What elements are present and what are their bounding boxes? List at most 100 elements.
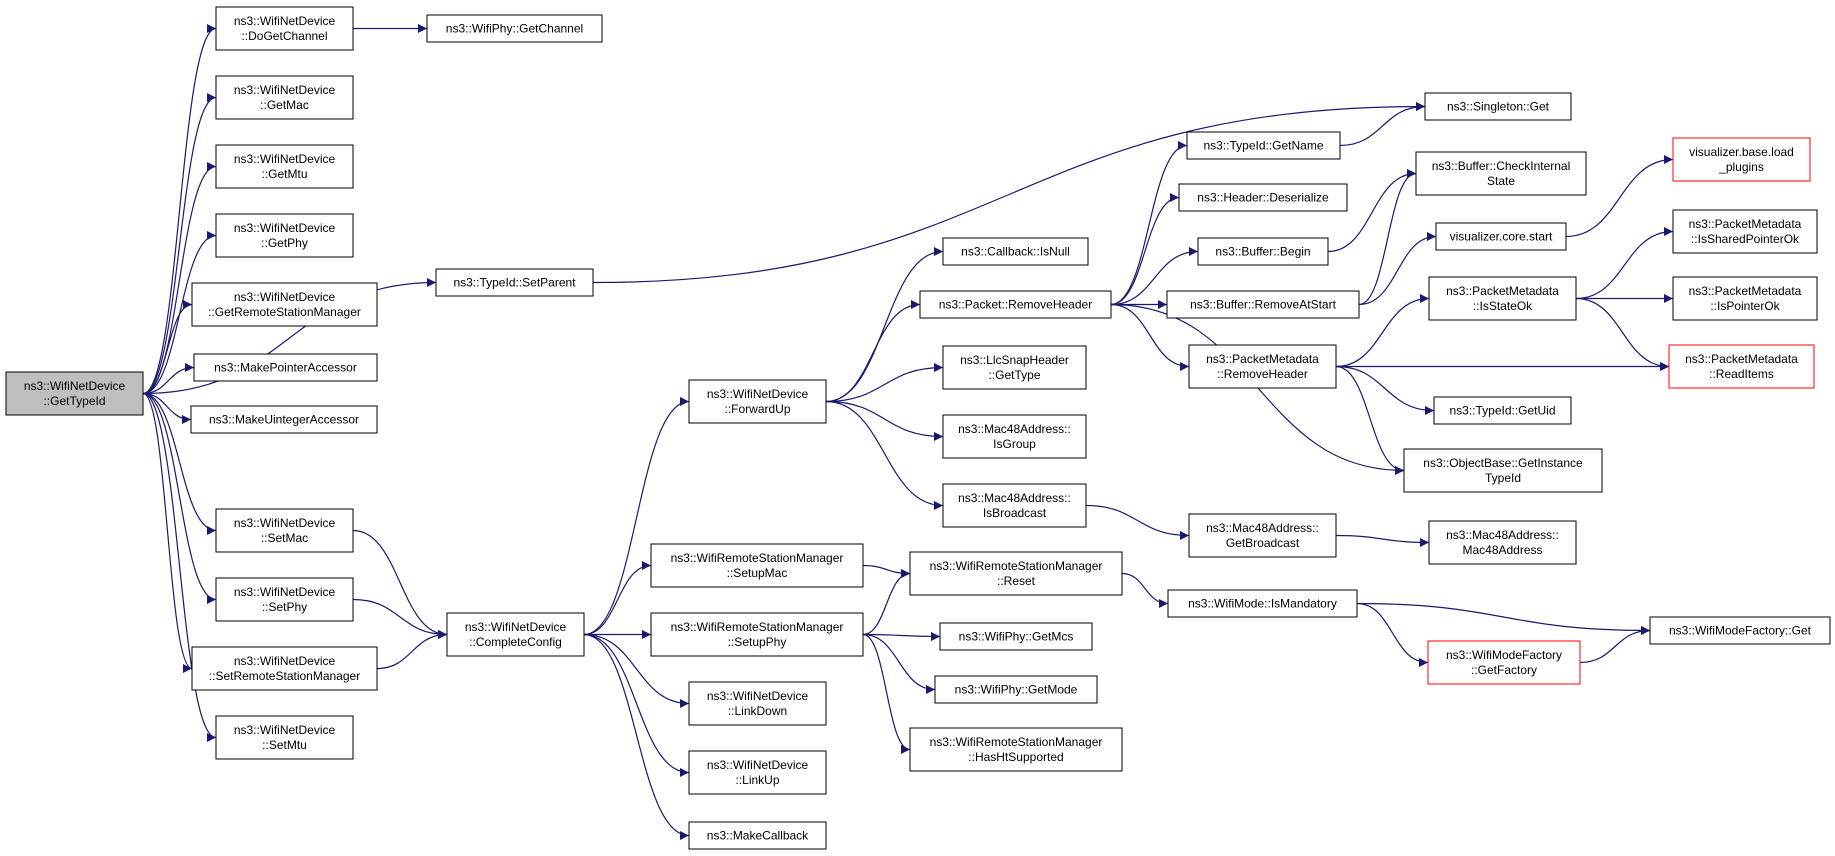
node-modeIsMandatory[interactable]: ns3::WifiMode::IsMandatory	[1167, 589, 1358, 618]
node-label-visBaseLoadPlugins-0: visualizer.base.load	[1689, 145, 1794, 159]
node-label-wifiPhyGetChannel-0: ns3::WifiPhy::GetChannel	[446, 22, 583, 36]
node-pmIsSharedPointerOk[interactable]: ns3::PacketMetadata::IsSharedPointerOk	[1672, 209, 1818, 254]
node-modeFactoryGet[interactable]: ns3::WifiModeFactory::Get	[1649, 616, 1831, 645]
node-completeConfig[interactable]: ns3::WifiNetDevice::CompleteConfig	[446, 612, 585, 657]
edge-root-to-setPhy	[142, 392, 217, 604]
node-wifiPhyGetChannel[interactable]: ns3::WifiPhy::GetChannel	[426, 14, 603, 43]
edge-modeFactoryGetFactory-to-modeFactoryGet	[1579, 626, 1651, 664]
node-packetRemoveHeader[interactable]: ns3::Packet::RemoveHeader	[919, 290, 1112, 319]
node-box-macGetBroadcast	[1188, 513, 1337, 558]
node-root[interactable]: ns3::WifiNetDevice::GetTypeId	[5, 371, 144, 416]
node-label-bufferRemoveAtStart-0: ns3::Buffer::RemoveAtStart	[1190, 298, 1337, 312]
node-label-linkUp-1: ::LinkUp	[735, 773, 779, 787]
node-callbackIsNull[interactable]: ns3::Callback::IsNull	[942, 237, 1089, 266]
node-headerDeserialize[interactable]: ns3::Header::Deserialize	[1178, 183, 1348, 212]
node-getMtu[interactable]: ns3::WifiNetDevice::GetMtu	[215, 144, 354, 189]
node-pmIsPointerOk[interactable]: ns3::PacketMetadata::IsPointerOk	[1672, 276, 1818, 321]
node-label-completeConfig-0: ns3::WifiNetDevice	[465, 620, 567, 634]
node-forwardUp[interactable]: ns3::WifiNetDevice::ForwardUp	[688, 379, 827, 424]
edge-bufferRemoveAtStart-to-bufferCheckInternal	[1358, 169, 1417, 306]
node-label-rsmSetupPhy-1: ::SetupPhy	[728, 635, 787, 649]
node-makeUintAcc[interactable]: ns3::MakeUintegerAccessor	[190, 405, 378, 434]
node-label-pmReadItems-0: ns3::PacketMetadata	[1685, 352, 1798, 366]
node-makePtrAcc[interactable]: ns3::MakePointerAccessor	[193, 353, 378, 382]
edge-root-to-setRSM	[142, 392, 193, 673]
node-modeFactoryGetFactory[interactable]: ns3::WifiModeFactory::GetFactory	[1427, 640, 1581, 685]
node-label-objGetInstanceTypeId-1: TypeId	[1485, 471, 1521, 485]
node-getMac[interactable]: ns3::WifiNetDevice::GetMac	[215, 75, 354, 120]
node-macGetBroadcast[interactable]: ns3::Mac48Address::GetBroadcast	[1188, 513, 1337, 558]
node-linkUp[interactable]: ns3::WifiNetDevice::LinkUp	[688, 750, 827, 795]
node-label-getRSM-0: ns3::WifiNetDevice	[234, 290, 336, 304]
node-typeIdSetParent[interactable]: ns3::TypeId::SetParent	[435, 268, 594, 297]
node-label-root-0: ns3::WifiNetDevice	[24, 379, 126, 393]
node-label-getMac-0: ns3::WifiNetDevice	[234, 83, 336, 97]
node-makeCallback[interactable]: ns3::MakeCallback	[688, 821, 827, 850]
node-typeIdGetUid[interactable]: ns3::TypeId::GetUid	[1433, 396, 1572, 425]
node-setMac[interactable]: ns3::WifiNetDevice::SetMac	[215, 508, 354, 553]
node-label-rsmSetupPhy-0: ns3::WifiRemoteStationManager	[671, 620, 844, 634]
edge-pmRemoveHeader-to-pmIsStateOk	[1335, 294, 1430, 368]
node-pmIsStateOk[interactable]: ns3::PacketMetadata::IsStateOk	[1428, 276, 1577, 321]
node-label-pmIsSharedPointerOk-1: ::IsSharedPointerOk	[1691, 232, 1800, 246]
edge-modeIsMandatory-to-modeFactoryGetFactory	[1356, 602, 1429, 667]
edge-macGetBroadcast-to-macMac48Address	[1335, 534, 1430, 547]
node-box-typeIdGetUid	[1433, 396, 1572, 425]
node-setPhy[interactable]: ns3::WifiNetDevice::SetPhy	[215, 577, 354, 622]
edge-forwardUp-to-llcGetType	[825, 363, 944, 403]
node-getPhy[interactable]: ns3::WifiNetDevice::GetPhy	[215, 213, 354, 258]
edge-pmRemoveHeader-to-typeIdGetUid	[1335, 365, 1435, 415]
node-label-pmIsPointerOk-1: ::IsPointerOk	[1710, 299, 1780, 313]
node-rsmHasHt[interactable]: ns3::WifiRemoteStationManager::HasHtSupp…	[909, 727, 1123, 772]
node-label-doGetChannel-1: ::DoGetChannel	[241, 29, 327, 43]
node-visCoreStart[interactable]: visualizer.core.start	[1435, 222, 1567, 251]
node-rsmSetupMac[interactable]: ns3::WifiRemoteStationManager::SetupMac	[650, 543, 864, 588]
edge-setRSM-to-completeConfig	[376, 630, 448, 670]
node-rsmReset[interactable]: ns3::WifiRemoteStationManager::Reset	[909, 551, 1123, 596]
node-visBaseLoadPlugins[interactable]: visualizer.base.load_plugins	[1672, 137, 1811, 182]
node-label-typeIdGetUid-0: ns3::TypeId::GetUid	[1449, 404, 1555, 418]
node-label-llcGetType-0: ns3::LlcSnapHeader	[960, 353, 1069, 367]
node-label-forwardUp-1: ::ForwardUp	[724, 402, 790, 416]
node-label-pmIsPointerOk-0: ns3::PacketMetadata	[1689, 284, 1802, 298]
node-pmRemoveHeader[interactable]: ns3::PacketMetadata::RemoveHeader	[1188, 344, 1337, 389]
node-box-linkDown	[688, 681, 827, 726]
node-label-getMtu-0: ns3::WifiNetDevice	[234, 152, 336, 166]
edge-setMac-to-completeConfig	[352, 529, 448, 639]
node-setMtu[interactable]: ns3::WifiNetDevice::SetMtu	[215, 715, 354, 760]
node-typeIdGetName[interactable]: ns3::TypeId::GetName	[1186, 131, 1341, 160]
node-macIsBroadcast[interactable]: ns3::Mac48Address::IsBroadcast	[942, 483, 1087, 528]
node-singletonGet[interactable]: ns3::Singleton::Get	[1424, 92, 1572, 121]
node-getRSM[interactable]: ns3::WifiNetDevice::GetRemoteStationMana…	[191, 282, 378, 327]
node-box-bufferBegin	[1197, 237, 1329, 266]
node-phyGetMcs[interactable]: ns3::WifiPhy::GetMcs	[939, 622, 1093, 651]
node-box-visCoreStart	[1435, 222, 1567, 251]
node-bufferBegin[interactable]: ns3::Buffer::Begin	[1197, 237, 1329, 266]
node-label-macGetBroadcast-0: ns3::Mac48Address::	[1206, 521, 1319, 535]
node-macMac48Address[interactable]: ns3::Mac48Address::Mac48Address	[1428, 520, 1577, 565]
node-bufferRemoveAtStart[interactable]: ns3::Buffer::RemoveAtStart	[1166, 290, 1360, 319]
edge-typeIdGetName-to-singletonGet	[1339, 102, 1426, 147]
node-box-getRSM	[191, 282, 378, 327]
edge-macIsBroadcast-to-macGetBroadcast	[1085, 504, 1190, 540]
node-box-phyGetMode	[934, 675, 1098, 704]
node-llcGetType[interactable]: ns3::LlcSnapHeader::GetType	[942, 345, 1087, 390]
edge-root-to-getMac	[142, 93, 217, 395]
node-label-setMtu-1: ::SetMtu	[262, 738, 307, 752]
node-box-setRSM	[191, 646, 378, 691]
node-linkDown[interactable]: ns3::WifiNetDevice::LinkDown	[688, 681, 827, 726]
node-label-setRSM-1: ::SetRemoteStationManager	[209, 669, 360, 683]
node-macIsGroup[interactable]: ns3::Mac48Address::IsGroup	[942, 414, 1087, 459]
edge-completeConfig-to-makeCallback	[583, 633, 690, 840]
node-phyGetMode[interactable]: ns3::WifiPhy::GetMode	[934, 675, 1098, 704]
node-rsmSetupPhy[interactable]: ns3::WifiRemoteStationManager::SetupPhy	[650, 612, 864, 657]
node-label-modeFactoryGetFactory-0: ns3::WifiModeFactory	[1446, 648, 1562, 662]
node-pmReadItems[interactable]: ns3::PacketMetadata::ReadItems	[1668, 344, 1815, 389]
node-box-singletonGet	[1424, 92, 1572, 121]
node-setRSM[interactable]: ns3::WifiNetDevice::SetRemoteStationMana…	[191, 646, 378, 691]
node-label-linkUp-0: ns3::WifiNetDevice	[707, 758, 809, 772]
node-label-makeCallback-0: ns3::MakeCallback	[707, 829, 809, 843]
node-doGetChannel[interactable]: ns3::WifiNetDevice::DoGetChannel	[215, 6, 354, 51]
